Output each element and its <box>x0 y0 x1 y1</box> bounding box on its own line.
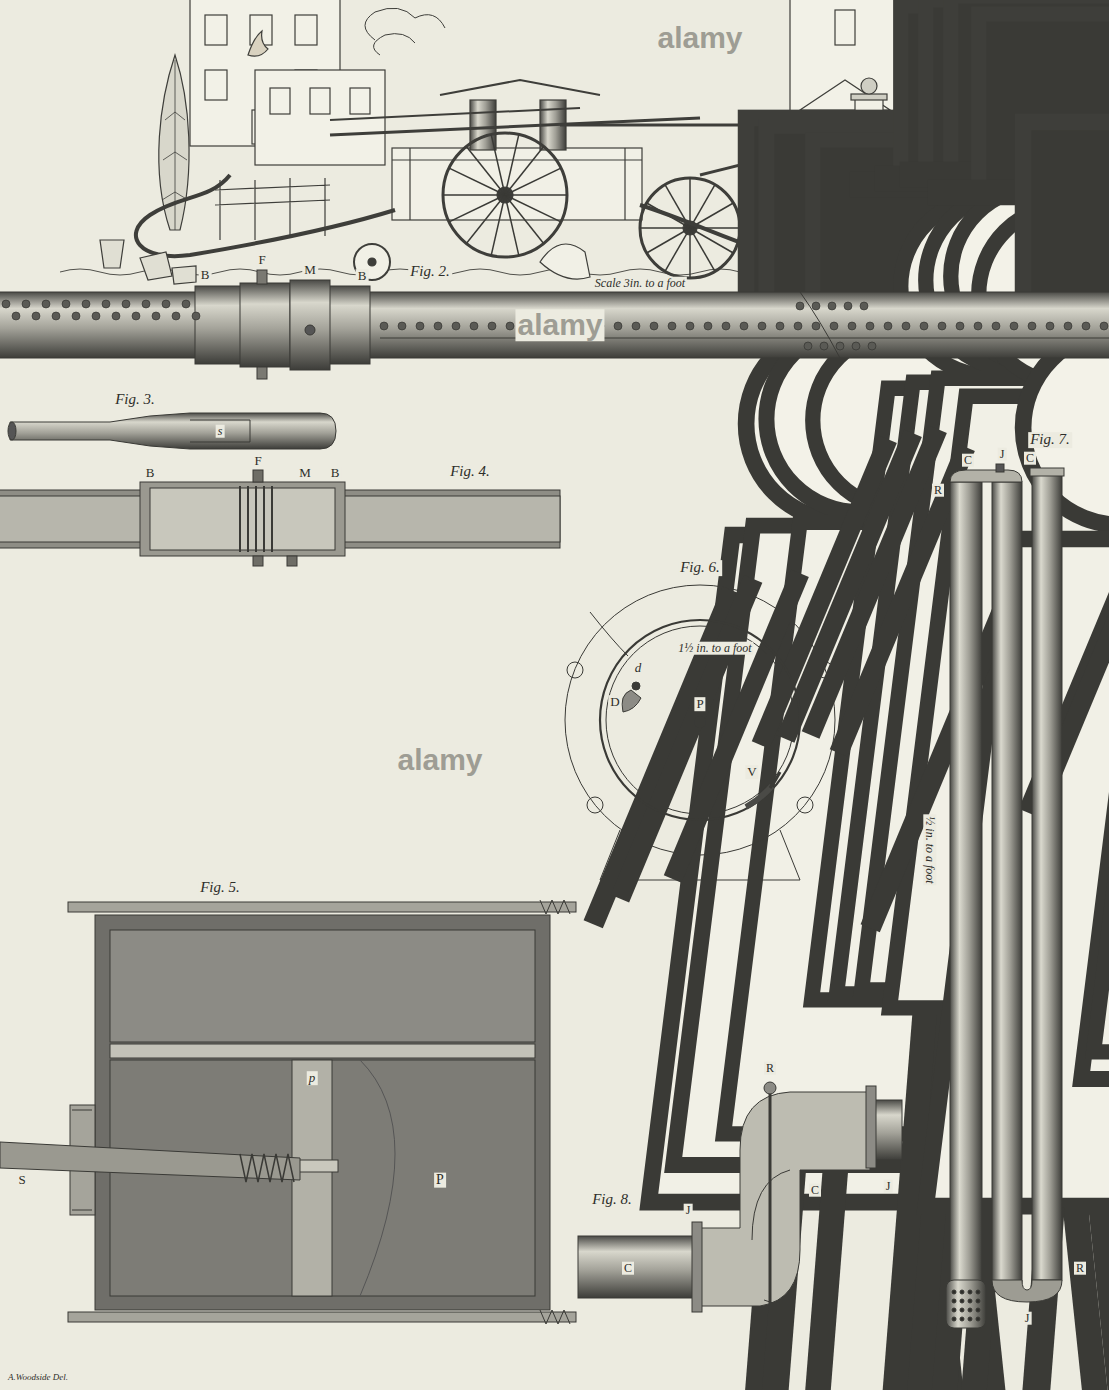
signature: A.Woodside Del. <box>6 1373 70 1382</box>
scale-note: 1½ in. to a foot <box>676 642 753 655</box>
callout-letter: M <box>302 263 318 277</box>
callout-letter: M <box>297 466 313 480</box>
callout-letter: C <box>622 1262 634 1275</box>
callout-letter: R <box>1074 1262 1086 1275</box>
watermark: alamy <box>395 744 484 776</box>
callout-letter: s <box>216 425 225 438</box>
callout-letter: P <box>434 1173 446 1188</box>
callout-letter: B <box>329 466 342 480</box>
callout-letter: p <box>307 1071 318 1085</box>
callout-letter: J <box>684 1204 693 1217</box>
figure-label: Fig. 7. <box>1028 432 1072 448</box>
callout-letter: V <box>745 765 758 779</box>
callout-letter: B <box>144 466 157 480</box>
callout-letter: C <box>962 454 974 467</box>
watermark: alamy <box>655 22 744 54</box>
scale-note: Scale 3in. to a foot <box>593 277 687 290</box>
callout-letter: B <box>199 268 212 282</box>
figure-label: Fig. 3. <box>113 392 157 408</box>
coupling-section <box>0 470 560 566</box>
riveted-hose <box>0 270 1109 379</box>
callout-letter: B <box>356 269 369 283</box>
callout-letter: C <box>809 1184 821 1197</box>
callout-letter: F <box>256 253 267 267</box>
scale-note: ½ in. to a foot <box>924 814 937 885</box>
callout-letter: P <box>694 697 705 711</box>
callout-letter: C <box>1024 452 1036 465</box>
pump-barrel <box>0 900 576 1324</box>
hose-nozzle <box>8 413 336 449</box>
watermark: alamy <box>515 309 604 341</box>
callout-letter: d <box>633 661 644 675</box>
figure-label: Fig. 8. <box>590 1192 634 1208</box>
callout-letter: F <box>252 454 263 468</box>
figure-label: Fig. 4. <box>448 464 492 480</box>
callout-letter: J <box>998 448 1007 461</box>
suction-pipes <box>946 464 1064 1328</box>
callout-letter: J <box>1023 1312 1032 1325</box>
callout-letter: R <box>932 484 944 497</box>
callout-letter: J <box>884 1180 893 1193</box>
figure-label: Fig. 5. <box>198 880 242 896</box>
figure-label: Fig. 6. <box>678 560 722 576</box>
callout-letter: S <box>16 1173 27 1187</box>
callout-letter: D <box>608 695 621 709</box>
elbow-joint <box>578 1082 902 1332</box>
valve-plate <box>565 585 835 880</box>
figure-label: Fig. 2. <box>408 264 452 280</box>
fire-engine-scene <box>60 0 1109 1390</box>
callout-letter: R <box>764 1062 776 1075</box>
